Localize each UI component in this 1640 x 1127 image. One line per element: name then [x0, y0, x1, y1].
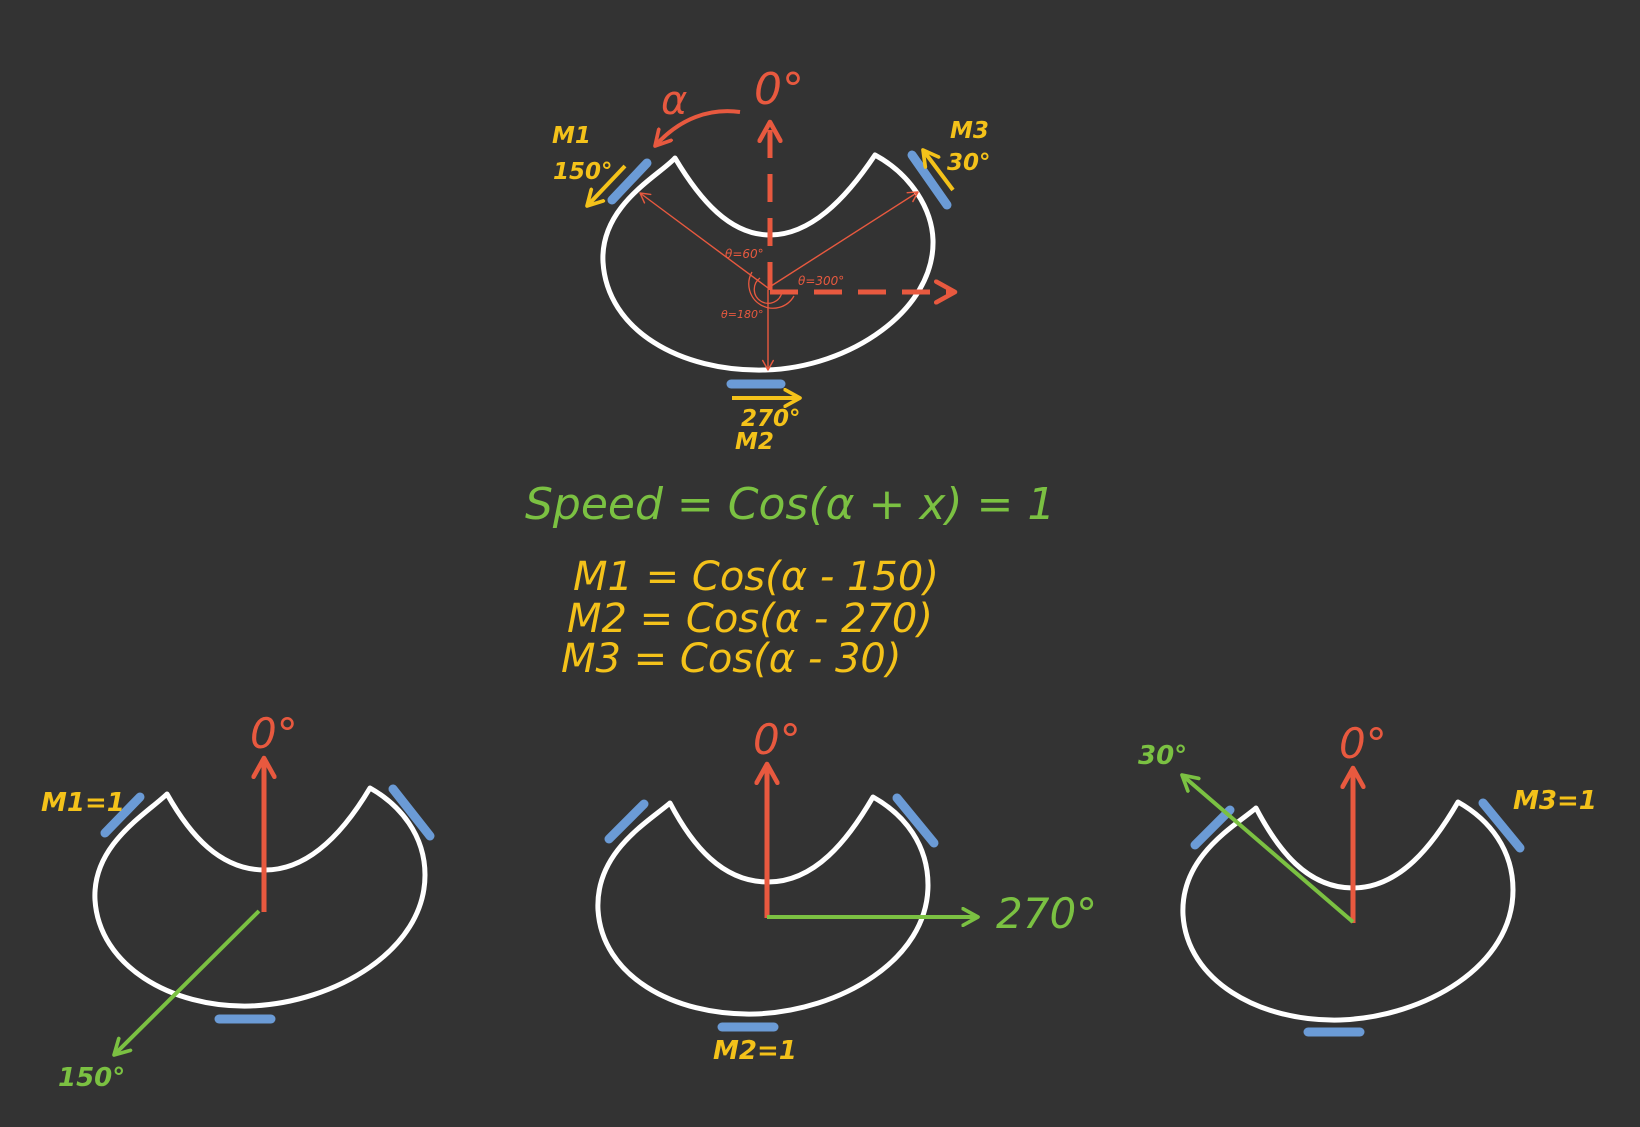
m1-name-label: M1 [552, 123, 591, 149]
theta-m1-label: θ=60° [725, 247, 764, 261]
top-diagram: 0° α M1 150° M3 30° 270° M2 θ=60° θ=300°… [552, 64, 991, 455]
motor-plate-m1 [100, 792, 145, 838]
zero-degree-label: 0° [754, 64, 804, 115]
motor-label-m3: M3=1 [1513, 786, 1597, 816]
theta-arc-outer [748, 271, 795, 309]
m1-equation: M1 = Cos(α - 150) [573, 554, 939, 600]
m1-direction-arrow [587, 164, 627, 206]
alpha-rotation-arrow [655, 109, 741, 146]
robot-body-outline [92, 785, 428, 1009]
m2-name-label: M2 [735, 429, 774, 455]
bottom-right-diagram: 0° M3=1 30° [1138, 719, 1597, 1037]
m2-angle-label: 270° [741, 406, 801, 432]
theta-m3-line [767, 191, 919, 289]
speed-equation: Speed = Cos(α + x) = 1 [525, 479, 1055, 530]
m2-equation: M2 = Cos(α - 270) [567, 596, 933, 642]
m1-angle-label: 150° [553, 159, 613, 185]
alpha-label: α [661, 78, 687, 124]
motor-plate-m1 [604, 799, 649, 844]
direction-arrow-30 [1182, 775, 1355, 924]
direction-label-270: 270° [996, 889, 1097, 938]
robot-body-outline [595, 794, 931, 1017]
zero-degree-label: 0° [753, 715, 801, 764]
motor-plate-m3 [907, 150, 952, 210]
zero-degree-label: 0° [1339, 719, 1387, 768]
theta-arc-inner [753, 277, 783, 304]
theta-m2-label: θ=180° [721, 308, 763, 321]
direction-label-150: 150° [58, 1063, 125, 1093]
robot-body-outline [1180, 799, 1516, 1023]
motor-plate-m3 [1478, 798, 1525, 853]
equations: Speed = Cos(α + x) = 1 M1 = Cos(α - 150)… [525, 479, 1055, 682]
theta-m3-label: θ=300° [798, 274, 844, 288]
m3-name-label: M3 [950, 118, 989, 144]
theta-m1-line [639, 192, 769, 289]
bottom-middle-diagram: 0° M2=1 270° [595, 715, 1097, 1066]
motor-plate-m3 [388, 784, 435, 841]
motor-label-m1: M1=1 [41, 788, 125, 818]
motor-plate-m1 [607, 158, 652, 205]
motor-plate-m3 [892, 793, 939, 848]
motor-plate-m1 [1190, 805, 1235, 850]
direction-arrow-150 [114, 909, 261, 1055]
bottom-left-diagram: 0° M1=1 150° [41, 709, 435, 1093]
direction-label-30: 30° [1138, 741, 1187, 771]
zero-degree-label: 0° [250, 709, 298, 758]
motor-label-m2: M2=1 [713, 1036, 797, 1066]
m3-equation: M3 = Cos(α - 30) [561, 636, 902, 682]
m3-direction-arrow [923, 150, 955, 192]
m3-angle-label: 30° [947, 150, 991, 176]
